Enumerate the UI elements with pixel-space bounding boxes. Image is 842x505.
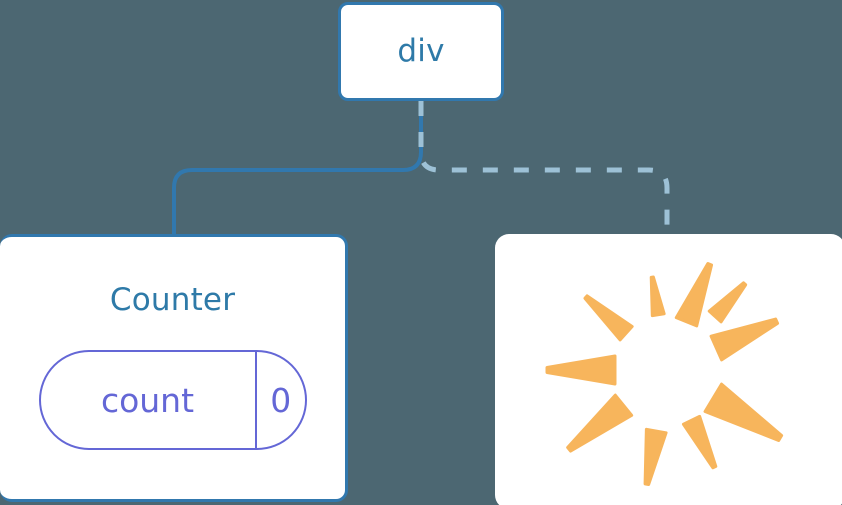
state-value-label: 0 <box>270 380 292 420</box>
node-card-div[interactable]: div <box>338 2 504 101</box>
sparkle-ray-2 <box>649 275 666 318</box>
node-label-div: div <box>397 33 445 69</box>
sparkle-burst-icon <box>545 262 784 487</box>
node-card-sparkle[interactable] <box>495 234 842 505</box>
state-key-label: count <box>100 380 195 420</box>
sparkle-ray-4 <box>545 354 617 386</box>
state-pill-divider <box>254 352 257 448</box>
node-card-counter[interactable]: Counter count 0 <box>0 234 348 502</box>
edge-div-counter <box>172 99 423 238</box>
sparkle-ray-7 <box>681 414 718 470</box>
sparkle-ray-9 <box>709 317 780 362</box>
sparkle-ray-10 <box>707 281 748 324</box>
sparkle-ray-1 <box>674 262 714 328</box>
sparkle-ray-8 <box>703 382 784 442</box>
sparkle-ray-6 <box>643 427 668 487</box>
sparkle-ray-5 <box>566 393 634 453</box>
node-label-counter: Counter <box>109 282 236 318</box>
sparkle-ray-3 <box>583 294 634 342</box>
state-pill-count[interactable]: count 0 <box>38 350 307 450</box>
edge-div-sparkle <box>418 101 670 240</box>
